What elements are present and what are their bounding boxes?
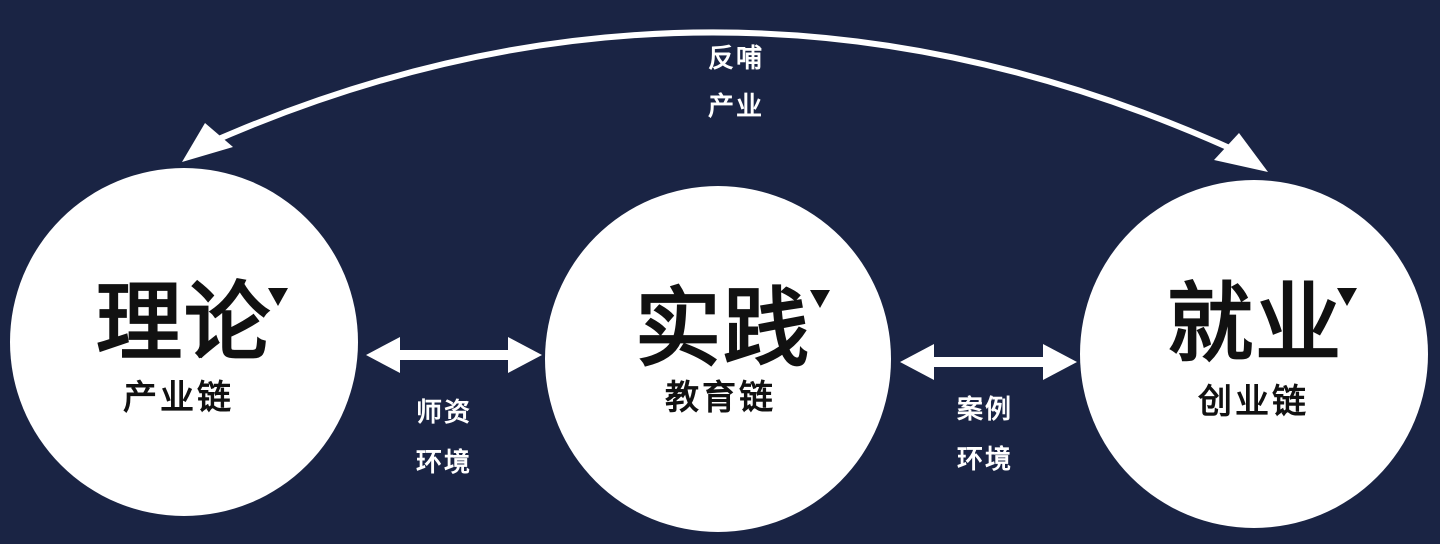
node-title: 理论 — [96, 273, 272, 373]
left-connector-label-line2: 环境 — [416, 448, 473, 478]
node-practice: 实践 教育链 — [545, 186, 891, 532]
top-arc-label-line2: 产业 — [708, 92, 765, 122]
right-double-arrow-head-left — [900, 344, 934, 380]
triangle-marker-icon — [810, 290, 830, 308]
left-double-arrow-head-left — [366, 337, 400, 373]
node-title: 就业 — [1167, 274, 1343, 374]
node-theory: 理论 产业链 — [10, 168, 358, 516]
top-arc-connector — [203, 29, 1247, 158]
left-double-arrow-head-right — [508, 337, 542, 373]
right-double-arrow-head-right — [1043, 344, 1077, 380]
top-arc-left-arrowhead — [182, 123, 233, 162]
node-employment: 就业 创业链 — [1080, 180, 1428, 528]
node-subtitle: 教育链 — [665, 378, 776, 418]
top-arc-right-arrowhead — [1214, 133, 1268, 172]
triangle-marker-icon — [1337, 288, 1357, 306]
node-subtitle: 产业链 — [123, 378, 234, 418]
top-arc-label-line1: 反哺 — [708, 44, 765, 74]
node-subtitle: 创业链 — [1198, 382, 1309, 422]
node-title: 实践 — [635, 279, 811, 379]
right-connector-label-line2: 环境 — [957, 445, 1014, 475]
left-connector-label-line1: 师资 — [416, 398, 473, 428]
triangle-marker-icon — [268, 288, 288, 306]
right-connector-label-line1: 案例 — [957, 395, 1014, 425]
